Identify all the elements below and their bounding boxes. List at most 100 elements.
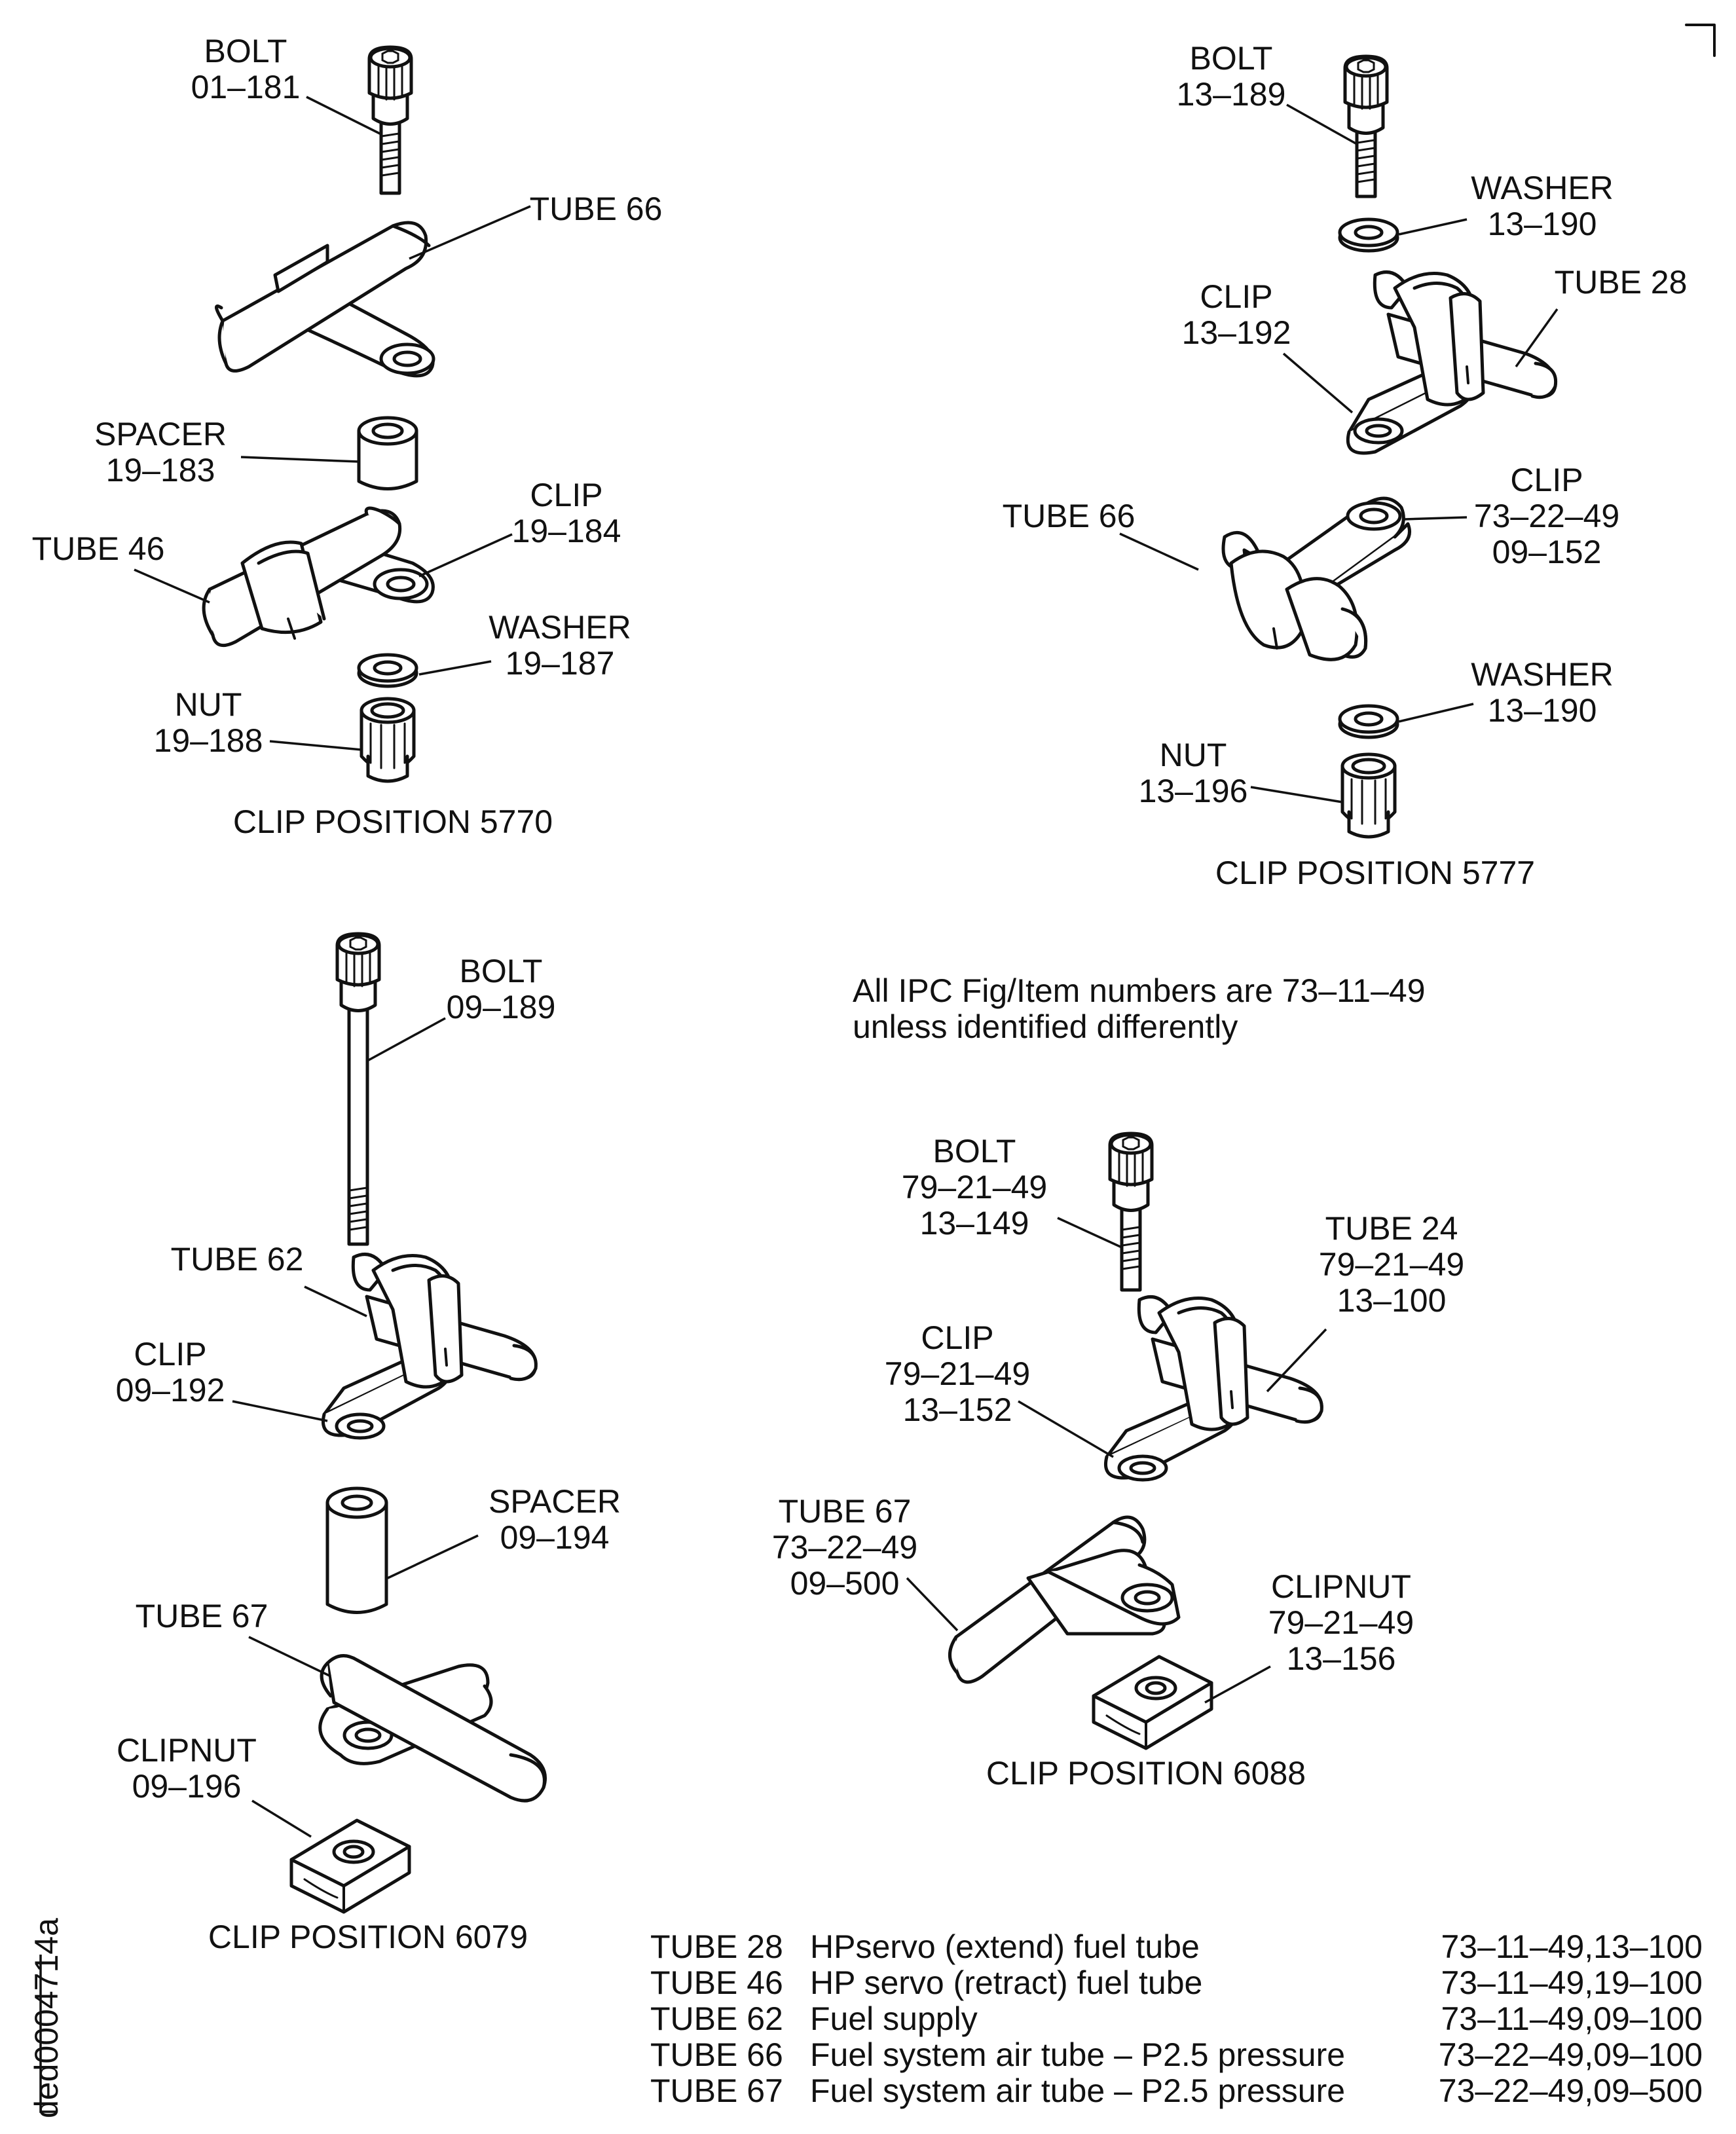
tube-66-with-clip-73-22-49-09-152 <box>1119 496 1468 661</box>
clipnut-09-196 <box>251 1799 409 1912</box>
document-id: ded0004714a <box>28 1918 65 2118</box>
label-tube62-6079: TUBE 62 <box>171 1241 304 1278</box>
svg-text:SPACER: SPACER <box>94 416 227 452</box>
washer-13-190-top <box>1340 219 1468 251</box>
document-id-text: ded0004714a <box>28 1918 65 2118</box>
legend-ref: 73–22–49,09–100 <box>1439 2036 1703 2073</box>
legend-description: Fuel supply <box>810 2000 978 2037</box>
bolt-79-21-49-13-149 <box>1057 1133 1152 1292</box>
tube-66-5770 <box>215 205 531 378</box>
spacer-19-183 <box>240 416 418 490</box>
tube-24-with-clip-79-21-49-13-152 <box>1018 1295 1327 1482</box>
tube-67-6079 <box>248 1636 547 1803</box>
legend-ref: 73–11–49,19–100 <box>1441 1964 1703 2001</box>
label-tube66-5777: TUBE 66 <box>1003 498 1136 534</box>
svg-text:79–21–49: 79–21–49 <box>902 1169 1047 1205</box>
corner-mark <box>1685 24 1716 57</box>
svg-text:09–196: 09–196 <box>132 1768 242 1805</box>
svg-text:WASHER: WASHER <box>489 609 631 646</box>
washer-13-190-bottom <box>1340 703 1474 737</box>
bolt-09-189 <box>337 934 446 1246</box>
legend-description: Fuel system air tube – P2.5 pressure <box>810 2072 1345 2109</box>
nut-19-188 <box>269 699 414 781</box>
clip-position-6079: BOLT 09–189 TUBE 62 CLIP 09–192 SPACER 0… <box>116 934 621 1955</box>
label-clipnut-6079: CLIPNUT 09–196 <box>117 1732 257 1805</box>
label-clip-5770: CLIP 19–184 <box>512 477 621 549</box>
clip-position-6088-title: CLIP POSITION 6088 <box>986 1755 1306 1792</box>
svg-text:13–156: 13–156 <box>1287 1640 1396 1677</box>
label-spacer-6079: SPACER 09–194 <box>489 1483 621 1556</box>
svg-text:19–187: 19–187 <box>506 645 615 682</box>
svg-text:19–184: 19–184 <box>512 513 621 549</box>
label-tube24-6088: TUBE 24 79–21–49 13–100 <box>1319 1210 1464 1319</box>
label-spacer-5770: SPACER 19–183 <box>94 416 227 488</box>
label-clip-top-5777: CLIP 13–192 <box>1182 278 1291 351</box>
label-tube67-6088: TUBE 67 73–22–49 09–500 <box>772 1493 917 1602</box>
svg-text:19–188: 19–188 <box>154 722 263 759</box>
legend-ref: 73–22–49,09–500 <box>1439 2072 1703 2109</box>
legend-description: HPservo (extend) fuel tube <box>810 1928 1200 1965</box>
svg-text:BOLT: BOLT <box>460 953 543 989</box>
label-bolt-5770: BOLT 01–181 <box>191 33 301 105</box>
nut-13-196 <box>1250 754 1395 837</box>
ipc-note-line2: unless identified differently <box>853 1008 1238 1045</box>
label-clipnut-6088: CLIPNUT 79–21–49 13–156 <box>1268 1568 1414 1677</box>
svg-text:CLIP: CLIP <box>1200 278 1272 315</box>
legend-ref: 73–11–49,09–100 <box>1441 2000 1703 2037</box>
svg-text:CLIP: CLIP <box>921 1319 993 1356</box>
legend-tube: TUBE 67 <box>650 2072 783 2109</box>
clip-position-6088: BOLT 79–21–49 13–149 TUBE 24 79–21–49 13… <box>772 1133 1464 1792</box>
clip-position-6079-title: CLIP POSITION 6079 <box>208 1919 528 1955</box>
svg-text:BOLT: BOLT <box>1190 40 1273 77</box>
svg-text:09–189: 09–189 <box>447 989 556 1025</box>
legend-row: TUBE 67 Fuel system air tube – P2.5 pres… <box>650 2072 1703 2109</box>
svg-text:09–194: 09–194 <box>500 1519 610 1556</box>
svg-text:TUBE 46: TUBE 46 <box>32 530 165 567</box>
svg-text:CLIP: CLIP <box>1510 462 1583 498</box>
svg-text:73–22–49: 73–22–49 <box>1474 498 1619 534</box>
svg-text:CLIPNUT: CLIPNUT <box>1271 1568 1411 1605</box>
clip-position-5770: BOLT 01–181 TUBE 66 SPACER 19–183 CLIP 1… <box>32 33 663 840</box>
svg-text:TUBE 62: TUBE 62 <box>171 1241 304 1278</box>
svg-text:WASHER: WASHER <box>1471 656 1614 693</box>
legend-description: Fuel system air tube – P2.5 pressure <box>810 2036 1345 2073</box>
svg-text:13–100: 13–100 <box>1337 1282 1447 1319</box>
svg-text:TUBE 24: TUBE 24 <box>1325 1210 1458 1247</box>
svg-text:CLIPNUT: CLIPNUT <box>117 1732 257 1769</box>
svg-text:79–21–49: 79–21–49 <box>885 1355 1030 1392</box>
svg-text:CLIP: CLIP <box>530 477 602 513</box>
legend-row: TUBE 62 Fuel supply 73–11–49,09–100 <box>650 2000 1703 2037</box>
label-clip-6079: CLIP 09–192 <box>116 1336 225 1408</box>
label-nut-5770: NUT 19–188 <box>154 686 263 759</box>
bolt-13-189 <box>1286 56 1387 198</box>
legend-row: TUBE 28 HPservo (extend) fuel tube 73–11… <box>650 1928 1703 1965</box>
label-bolt-6088: BOLT 79–21–49 13–149 <box>902 1133 1047 1242</box>
legend-tube: TUBE 28 <box>650 1928 783 1965</box>
label-bolt-6079: BOLT 09–189 <box>447 953 556 1025</box>
legend-tube: TUBE 66 <box>650 2036 783 2073</box>
svg-text:BOLT: BOLT <box>204 33 287 69</box>
label-washer-5770: WASHER 19–187 <box>489 609 631 682</box>
svg-text:19–183: 19–183 <box>106 452 215 488</box>
tube-62-with-clip-09-192 <box>232 1253 538 1440</box>
legend-row: TUBE 46 HP servo (retract) fuel tube 73–… <box>650 1964 1703 2001</box>
bolt-01-181 <box>369 47 411 195</box>
legend-row: TUBE 66 Fuel system air tube – P2.5 pres… <box>650 2036 1703 2073</box>
label-tube66-5770: TUBE 66 <box>530 191 663 227</box>
svg-text:CLIP: CLIP <box>134 1336 206 1372</box>
svg-text:TUBE 66: TUBE 66 <box>530 191 663 227</box>
svg-text:BOLT: BOLT <box>933 1133 1016 1169</box>
svg-text:13–190: 13–190 <box>1488 206 1597 242</box>
svg-text:13–190: 13–190 <box>1488 692 1597 729</box>
clip-position-5777-title: CLIP POSITION 5777 <box>1215 855 1535 891</box>
svg-text:WASHER: WASHER <box>1471 170 1614 206</box>
legend-ref: 73–11–49,13–100 <box>1441 1928 1703 1965</box>
label-tube67-6079: TUBE 67 <box>136 1598 268 1634</box>
tube-28-with-clip-13-192 <box>1282 270 1559 455</box>
label-tube28-5777: TUBE 28 <box>1555 264 1688 301</box>
legend-tube: TUBE 62 <box>650 2000 783 2037</box>
svg-text:TUBE 28: TUBE 28 <box>1555 264 1688 301</box>
spacer-09-194 <box>325 1486 479 1614</box>
